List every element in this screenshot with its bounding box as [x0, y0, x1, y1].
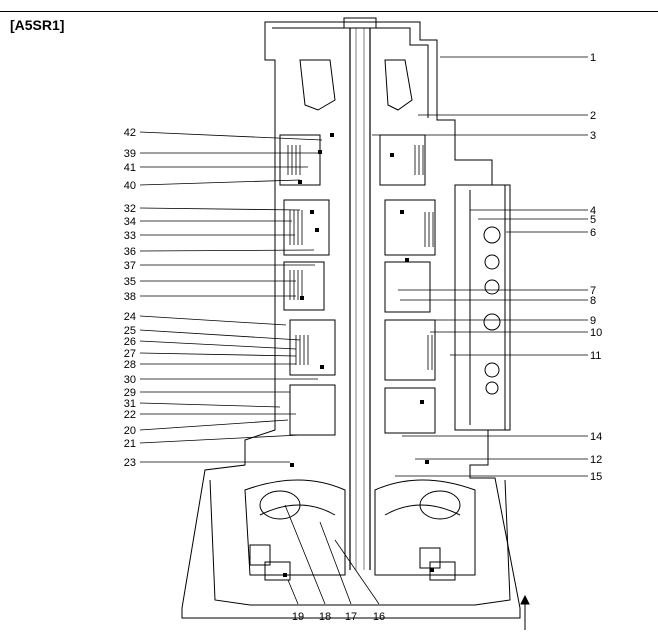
part-label-7: 7 [590, 285, 596, 297]
left-clutch-packs [279, 134, 336, 436]
part-label-22: 22 [124, 409, 136, 421]
part-label-30: 30 [124, 374, 136, 386]
model-code: [A5SR1] [10, 17, 65, 33]
part-label-27: 27 [124, 348, 136, 360]
part-label-20: 20 [124, 425, 136, 437]
part-label-17: 17 [345, 611, 357, 623]
part-label-11: 11 [590, 350, 601, 362]
leader-line-27 [139, 352, 297, 357]
part-label-18: 18 [319, 611, 331, 623]
part-label-14: 14 [590, 431, 602, 443]
leader-line-31 [139, 402, 281, 408]
part-label-40: 40 [124, 180, 136, 192]
part-label-1: 1 [590, 52, 596, 64]
leader-line-26 [139, 340, 297, 350]
part-label-38: 38 [124, 291, 136, 303]
part-label-19: 19 [292, 611, 304, 623]
leader-line-42 [139, 131, 323, 141]
part-label-37: 37 [124, 260, 136, 272]
torque-converter [244, 479, 476, 581]
bottom-leader-lines: 19 18 17 16 [284, 504, 385, 623]
part-label-35: 35 [124, 276, 136, 288]
part-label-16: 16 [373, 611, 385, 623]
part-label-3: 3 [590, 130, 596, 142]
bottom-arrow [520, 594, 530, 630]
leader-line-17 [319, 521, 352, 605]
part-label-24: 24 [124, 311, 136, 323]
part-label-29: 29 [124, 387, 136, 399]
part-label-28: 28 [124, 359, 136, 371]
part-label-23: 23 [124, 457, 136, 469]
leader-line-32 [139, 207, 301, 211]
part-label-36: 36 [124, 246, 136, 258]
leader-line-20 [139, 419, 289, 431]
part-label-6: 6 [590, 227, 596, 239]
main-shaft [343, 17, 377, 570]
part-label-12: 12 [590, 454, 602, 466]
part-label-33: 33 [124, 230, 136, 242]
part-label-25: 25 [124, 325, 136, 337]
valve-body [454, 184, 506, 431]
part-label-9: 9 [590, 315, 596, 327]
leader-line-25 [139, 329, 301, 341]
part-label-10: 10 [590, 327, 602, 339]
part-label-34: 34 [124, 216, 136, 228]
part-label-31: 31 [124, 398, 136, 410]
part-label-41: 41 [124, 162, 136, 174]
leader-line-18 [284, 504, 326, 605]
marker-dots [283, 133, 434, 577]
leader-line-16 [334, 539, 380, 605]
leader-line-24 [139, 315, 287, 326]
leader-line-19 [287, 579, 299, 605]
part-label-42: 42 [124, 127, 136, 139]
part-label-5: 5 [590, 214, 596, 226]
part-label-4: 4 [590, 205, 596, 217]
leader-line-36 [139, 249, 315, 252]
part-label-32: 32 [124, 203, 136, 215]
part-label-39: 39 [124, 148, 136, 160]
leader-line-21 [139, 434, 301, 444]
header-rule [0, 11, 658, 12]
part-label-15: 15 [590, 471, 602, 483]
right-clutch-packs [379, 134, 436, 434]
part-label-8: 8 [590, 295, 596, 307]
part-label-21: 21 [124, 438, 136, 450]
part-label-26: 26 [124, 336, 136, 348]
part-label-2: 2 [590, 110, 596, 122]
leader-line-40 [139, 179, 301, 186]
